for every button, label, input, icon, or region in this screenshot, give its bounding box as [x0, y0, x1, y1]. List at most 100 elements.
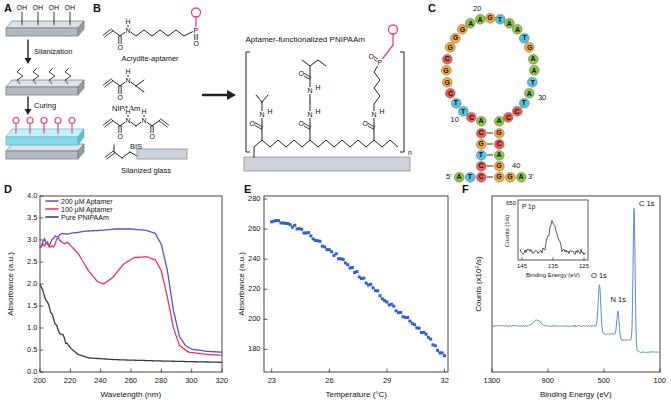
data-point: [346, 263, 349, 266]
nucleotide-fill: [505, 172, 515, 182]
tick-label: 2.5: [27, 258, 37, 266]
tick-mark: [264, 349, 267, 350]
nucleotide-circle: A: [454, 172, 465, 183]
nucleotide-fill: [442, 77, 452, 87]
nucleotide-circle: A: [528, 54, 539, 65]
data-point: [443, 354, 446, 357]
atom-label: O: [362, 120, 368, 127]
plot-frame: [40, 196, 222, 372]
nucleotide-circle: G: [445, 42, 456, 53]
reaction-arrow: [203, 94, 228, 97]
glass-slab: [6, 87, 78, 95]
atom-label: O: [117, 94, 123, 101]
strand-end: 3': [528, 173, 534, 181]
double-bond: [107, 153, 115, 159]
nucleotide-circle: T: [495, 14, 506, 25]
base-letter: A: [527, 90, 532, 97]
nucleotide-fill: [442, 54, 452, 64]
tick-mark: [40, 284, 43, 285]
atom-label: H: [125, 108, 131, 115]
base-letter: G: [487, 14, 492, 21]
inset-label: Counts (1/s): [504, 215, 510, 248]
tick-label: 3.0: [27, 236, 37, 244]
aptamer-loop: [55, 118, 61, 124]
base-letter: C: [478, 162, 483, 169]
arrow-head: [25, 109, 32, 115]
double-bond: [105, 151, 113, 157]
bond-line: [112, 80, 120, 86]
axis-title: Binding Energy (eV): [540, 391, 612, 399]
nucleotide-fill: [475, 14, 485, 24]
repeat-bracket: [246, 52, 250, 152]
base-letter: C: [448, 90, 453, 97]
repeat-bracket: [400, 52, 404, 152]
nucleotide-circle: T: [519, 33, 530, 44]
silane-chain: [17, 68, 23, 84]
tick-label: 220: [248, 285, 261, 293]
hydrogel-layer: [6, 137, 78, 145]
atom-label: N: [141, 117, 147, 124]
step-label: Silanization: [34, 48, 72, 56]
glass-slab: [244, 157, 410, 171]
bond-line: [136, 80, 144, 86]
tick-mark: [40, 369, 41, 372]
strand-end: 5': [446, 173, 452, 181]
tick-label: 1.5: [27, 302, 37, 310]
bond-line: [310, 128, 311, 140]
inset-spectrum: [520, 220, 586, 255]
molecule-name: Aptamer-functionalized PNIPAAm: [246, 36, 365, 44]
hydrogel-layer: [78, 129, 84, 145]
bond-line: [114, 145, 115, 152]
tick-mark: [548, 369, 549, 372]
base-letter: A: [478, 16, 483, 23]
arrow-head: [227, 90, 236, 100]
nucleotide-circle: T: [458, 106, 469, 117]
aptamer-strand: [43, 124, 44, 133]
legend-text: 100 µM Aptamer: [61, 206, 113, 213]
tick-label: 4.0: [27, 192, 37, 200]
nucleotide-fill: [529, 66, 539, 76]
double-bond: [105, 121, 113, 127]
atom-label: O: [368, 53, 374, 60]
tick-label: 180: [248, 345, 261, 353]
base-letter: C: [478, 129, 483, 136]
bond-line: [112, 30, 120, 36]
base-letter: G: [460, 26, 465, 33]
panel-letter: A: [4, 3, 12, 14]
tick-mark: [70, 369, 71, 372]
base-letter: T: [468, 173, 472, 180]
data-point: [335, 252, 338, 255]
base-letter: A: [496, 151, 501, 158]
tick-mark: [264, 319, 267, 320]
spectrum-curve: [40, 229, 222, 352]
molecule-name: BIS: [130, 143, 142, 151]
sequence-number: 30: [538, 94, 546, 102]
nucleotide-fill: [485, 13, 495, 23]
inset-label: Binding Energy (eV): [526, 272, 580, 278]
data-point: [309, 234, 312, 237]
nucleotide-circle: C: [512, 106, 523, 117]
base-letter: A: [478, 117, 483, 124]
data-point: [406, 316, 409, 319]
nucleotide-circle: T: [451, 98, 462, 109]
silane-chain: [49, 68, 55, 84]
axis-title: Absorbance (a.u.): [7, 252, 15, 316]
tick-label: 900: [542, 377, 555, 385]
base-letter: C: [444, 55, 449, 62]
bond-line: [114, 152, 122, 158]
inset-label: P 1p: [522, 204, 535, 211]
data-point: [362, 277, 365, 280]
bond-line: [374, 128, 375, 140]
atom-label: N: [125, 27, 131, 34]
base-pair-line: [487, 143, 493, 144]
base-letter: A: [531, 67, 536, 74]
base-letter: G: [478, 140, 483, 147]
tick-mark: [264, 229, 267, 230]
glass-slab: [78, 21, 84, 36]
spectrum-curve: [40, 285, 222, 363]
glass-slab: [6, 28, 78, 36]
plot-frame: [492, 196, 660, 372]
nucleotide-circle: C: [442, 54, 453, 65]
silane-chain: [33, 68, 39, 84]
